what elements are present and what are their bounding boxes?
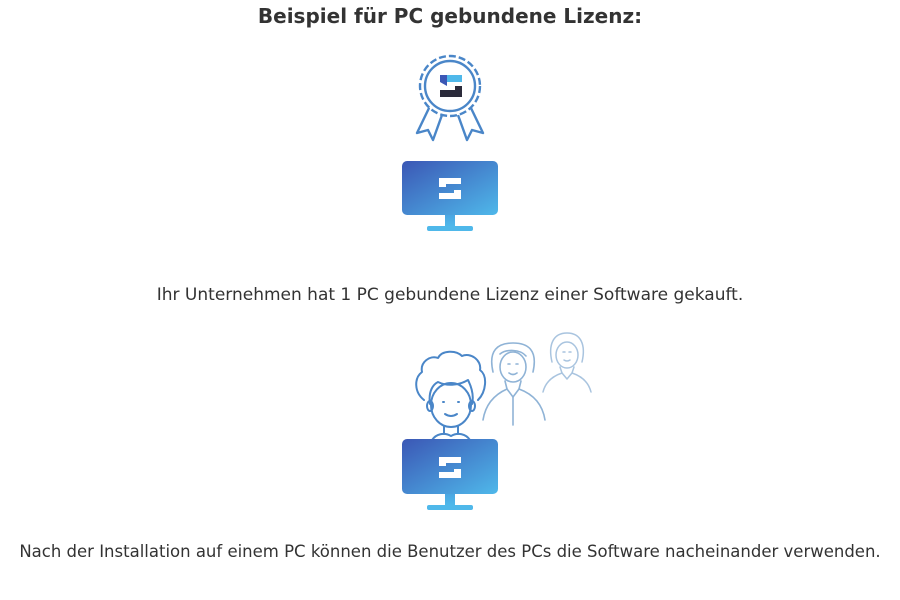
user-group-icon [415,332,592,441]
monitor-icon [402,439,498,510]
page-title: Beispiel für PC gebundene Lizenz: [257,4,643,28]
caption-shared-usage: Nach der Installation auf einem PC könne… [19,542,881,561]
monitor-icon [402,161,498,231]
caption-license-purchase: Ihr Unternehmen hat 1 PC gebundene Lizen… [156,285,744,305]
license-badge-icon [415,54,485,142]
